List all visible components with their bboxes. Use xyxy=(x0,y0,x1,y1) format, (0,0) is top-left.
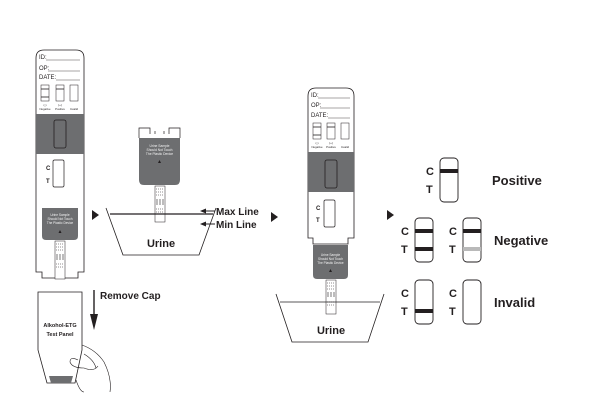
remove-cap-label: Remove Cap xyxy=(100,291,161,302)
strip-window xyxy=(439,157,459,203)
strip-window xyxy=(414,217,434,263)
left-arrow-icon xyxy=(200,208,206,214)
test-strip xyxy=(54,240,66,280)
svg-text:Negative: Negative xyxy=(311,145,322,149)
svg-text:Positive: Positive xyxy=(55,107,65,111)
svg-text:The Plastic Device: The Plastic Device xyxy=(47,221,74,225)
svg-text:(+): (+) xyxy=(58,103,62,107)
svg-text:Negative: Negative xyxy=(39,107,50,111)
test-strip xyxy=(325,279,337,315)
svg-text:Urine Sample: Urine Sample xyxy=(150,144,170,148)
step2-device: Urine Sample Should Not Touch The Plasti… xyxy=(138,127,181,223)
control-band xyxy=(463,229,481,233)
mini-legend: (-) (+) Negative Positive Invalid xyxy=(39,84,79,111)
remove-cap-group: Remove Cap xyxy=(90,290,161,330)
down-arrow-icon xyxy=(158,160,161,163)
t-label: T xyxy=(449,244,456,256)
control-band xyxy=(440,169,458,173)
result-label: Invalid xyxy=(494,295,535,310)
test-band xyxy=(415,309,433,313)
svg-text:C: C xyxy=(46,166,51,172)
test-band xyxy=(463,247,481,251)
hand-illustration xyxy=(69,344,111,393)
card-field-id: ID: xyxy=(39,55,47,61)
svg-text:T: T xyxy=(46,179,50,185)
svg-text:T: T xyxy=(316,218,320,224)
t-label: T xyxy=(426,184,433,196)
svg-text:Should Not Touch: Should Not Touch xyxy=(47,217,72,221)
svg-text:C: C xyxy=(316,206,321,212)
result-strip: CT xyxy=(401,217,434,263)
result-strip: CT xyxy=(401,279,434,325)
down-arrow-icon xyxy=(329,269,332,272)
result-strip: CT xyxy=(426,157,459,203)
cap-label-line2: Test Panel xyxy=(46,332,74,338)
grey-tip xyxy=(42,208,78,240)
step-arrow-icon xyxy=(271,212,278,222)
svg-text:(-): (-) xyxy=(44,103,47,107)
strip-window xyxy=(414,279,434,325)
left-arrow-icon xyxy=(200,221,206,227)
urine-cup: Urine xyxy=(275,293,385,343)
svg-text:(+): (+) xyxy=(329,141,333,145)
cup-label: Urine xyxy=(147,238,175,250)
grey-tip xyxy=(313,245,348,279)
c-label: C xyxy=(449,288,457,300)
strip-window xyxy=(462,279,482,325)
svg-text:Invalid: Invalid xyxy=(341,145,350,149)
card-field-id: ID: xyxy=(311,93,319,99)
cup-label: Urine xyxy=(317,325,345,337)
c-label: C xyxy=(426,166,434,178)
cap: Alkohol-ETG Test Panel xyxy=(37,291,83,384)
result-label: Negative xyxy=(494,233,548,248)
card-field-date: DATE: xyxy=(311,113,329,119)
t-label: T xyxy=(401,306,408,318)
fill-lines: Max Line Min Line xyxy=(200,207,259,231)
card-field-date: DATE: xyxy=(39,75,57,81)
result-strip: CT xyxy=(449,217,482,263)
svg-text:The Plastic Device: The Plastic Device xyxy=(317,261,344,265)
result-window xyxy=(52,159,65,188)
svg-text:Should Not Touch: Should Not Touch xyxy=(318,257,343,261)
svg-text:Should Not Touch: Should Not Touch xyxy=(147,148,173,152)
step-arrow-icon xyxy=(92,210,99,220)
svg-text:(-): (-) xyxy=(316,141,319,145)
result-label: Positive xyxy=(492,173,542,188)
svg-text:The Plastic Device: The Plastic Device xyxy=(146,152,173,156)
test-strip xyxy=(154,185,166,223)
svg-text:Urine Sample: Urine Sample xyxy=(321,253,341,257)
c-label: C xyxy=(401,226,409,238)
svg-text:Positive: Positive xyxy=(326,145,336,149)
c-label: C xyxy=(401,288,409,300)
result-row-positive: CT Positive xyxy=(426,157,542,203)
max-line-label: Max Line xyxy=(216,207,259,218)
min-line-label: Min Line xyxy=(216,220,257,231)
result-strip: CT xyxy=(449,279,482,325)
result-window xyxy=(323,199,336,228)
mini-legend: (-) (+) Negative Positive Invalid xyxy=(311,122,350,149)
control-band xyxy=(415,229,433,233)
test-band xyxy=(415,247,433,251)
cap-label-line1: Alkohol-ETG xyxy=(43,323,76,329)
card-field-op: OP: xyxy=(311,103,322,109)
c-label: C xyxy=(449,226,457,238)
step1-device: ID: OP: DATE: (-) (+) Negative Positive … xyxy=(35,49,85,280)
step-arrow-icon xyxy=(387,210,394,220)
card-field-op: OP: xyxy=(39,66,50,72)
t-label: T xyxy=(401,244,408,256)
down-arrow-icon xyxy=(58,230,62,233)
strip-window xyxy=(462,217,482,263)
down-arrow-icon xyxy=(90,314,98,330)
step3-device: ID: OP: DATE: (-) (+) Negative Positive … xyxy=(307,87,355,315)
t-label: T xyxy=(449,306,456,318)
svg-text:Invalid: Invalid xyxy=(70,107,79,111)
svg-text:Urine Sample: Urine Sample xyxy=(50,213,70,217)
urine-cup: Urine xyxy=(105,207,217,256)
